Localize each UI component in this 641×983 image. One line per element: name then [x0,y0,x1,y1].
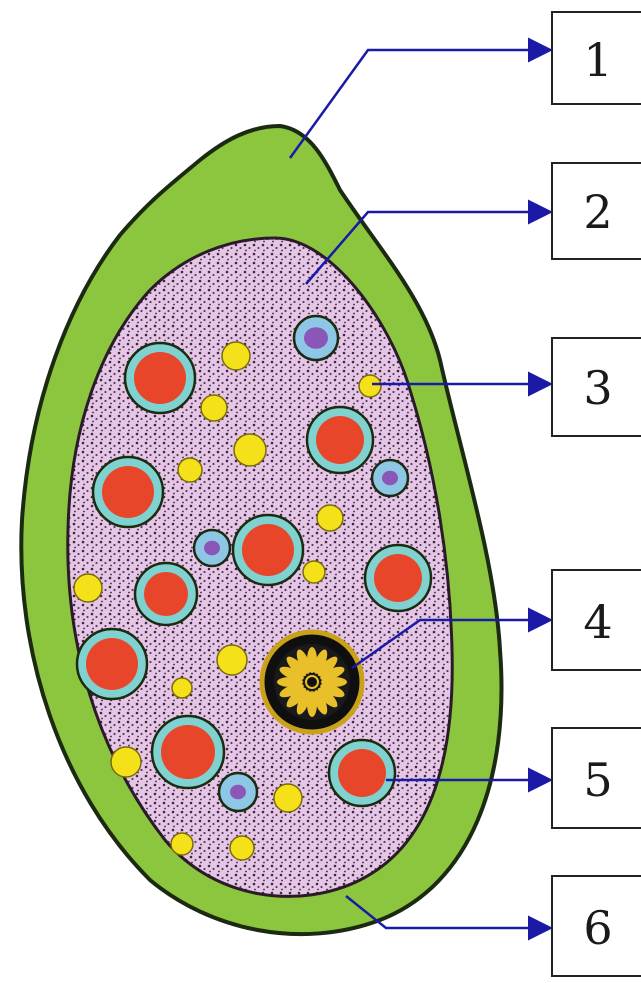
red-body [125,343,195,413]
label-box-6: 6 [552,876,641,976]
label-box-4: 4 [552,570,641,670]
red-body [77,629,147,699]
yellow-granule [201,395,227,421]
blue-body [194,530,230,566]
red-body [329,740,395,806]
label-6: 6 [583,901,612,955]
red-body [365,545,431,611]
red-body [93,457,163,527]
label-2: 2 [583,185,612,239]
blue-body [294,316,338,360]
yellow-granule [230,836,254,860]
yellow-granule [222,342,250,370]
red-body [307,407,373,473]
yellow-granule [217,645,247,675]
yellow-granule [178,458,202,482]
label-box-3: 3 [552,338,641,436]
yellow-granule [171,833,193,855]
blue-body [372,460,408,496]
yellow-granule [359,375,381,397]
central-body [262,632,362,732]
central-core [306,676,318,688]
label-4: 4 [583,595,612,649]
yellow-granule [274,784,302,812]
blue-body [219,773,257,811]
yellow-granule [74,574,102,602]
yellow-granule [317,505,343,531]
yellow-granule [303,561,325,583]
label-box-5: 5 [552,728,641,828]
leader-line-1 [290,50,548,158]
label-box-1: 1 [552,12,641,104]
label-3: 3 [583,361,612,415]
yellow-granule [234,434,266,466]
label-1: 1 [583,33,612,87]
label-5: 5 [583,753,612,807]
red-body [135,563,197,625]
red-body [233,515,303,585]
label-box-2: 2 [552,163,641,259]
red-body [152,716,224,788]
yellow-granule [111,747,141,777]
yellow-granule [172,678,192,698]
